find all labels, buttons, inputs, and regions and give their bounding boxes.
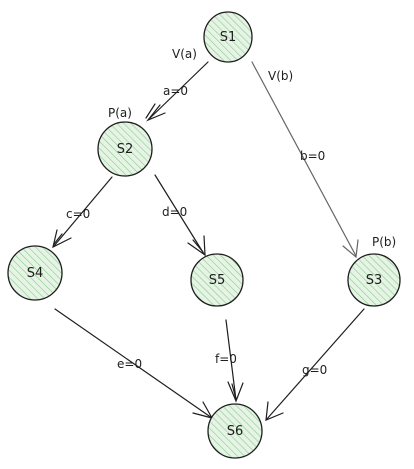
- node-s3: S3: [347, 253, 401, 307]
- node-s4: S4: [7, 245, 63, 301]
- node-s2-label: S2: [117, 142, 134, 157]
- node-s2: S2: [97, 121, 153, 177]
- edge-label-b: b=0: [300, 149, 325, 163]
- edge-s1-s2: [145, 61, 209, 122]
- annotation-p-b: P(b): [372, 235, 396, 249]
- node-s3-label: S3: [366, 273, 383, 288]
- node-s6-label: S6: [227, 424, 244, 439]
- annotation-v-a: V(a): [172, 47, 197, 61]
- edge-label-e: e=0: [117, 357, 142, 371]
- edge-label-d: d=0: [162, 205, 187, 219]
- edge-s2-s4: [52, 176, 113, 249]
- annotation-p-a: P(a): [108, 106, 132, 120]
- edge-s3-s6: [265, 308, 365, 421]
- node-s1-label: S1: [220, 30, 237, 45]
- node-s1: S1: [203, 11, 253, 63]
- edge-label-c: c=0: [66, 207, 90, 221]
- edge-s5-s6: [225, 319, 244, 403]
- edge-label-f: f=0: [215, 352, 237, 366]
- edge-label-g: g=0: [302, 363, 327, 377]
- node-s4-label: S4: [27, 266, 44, 281]
- node-s5-label: S5: [209, 273, 226, 288]
- edge-label-a: a=0: [163, 84, 188, 98]
- edge-s1-s3: [251, 61, 359, 259]
- node-s5: S5: [190, 253, 244, 307]
- node-s6: S6: [207, 403, 263, 459]
- annotation-v-b: V(b): [268, 69, 293, 83]
- edge-s2-s5: [154, 174, 206, 257]
